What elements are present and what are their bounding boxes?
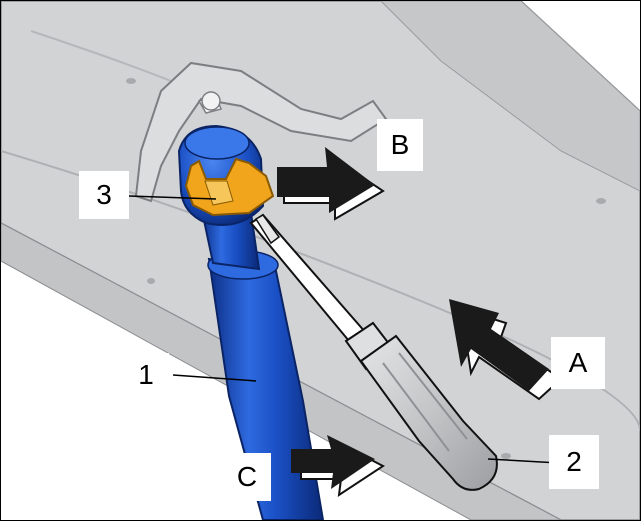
arrow-b [277, 147, 375, 213]
callout-1: 1 [123, 353, 169, 397]
arrow-a [449, 299, 549, 391]
retaining-clip [184, 157, 275, 217]
leader-line-2 [487, 458, 560, 464]
leader-line-3 [128, 195, 217, 200]
mounting-bracket [134, 61, 388, 203]
panel-hole [126, 78, 136, 84]
callout-a: A [551, 337, 605, 389]
arrow-c [291, 435, 375, 489]
callout-3: 3 [79, 171, 129, 219]
screwdriver-handle [359, 334, 498, 491]
callout-c: C [223, 453, 271, 501]
callout-b: B [377, 119, 423, 171]
callout-2: 2 [549, 435, 599, 489]
panel-flange [380, 1, 640, 192]
leader-line-1 [172, 374, 257, 382]
